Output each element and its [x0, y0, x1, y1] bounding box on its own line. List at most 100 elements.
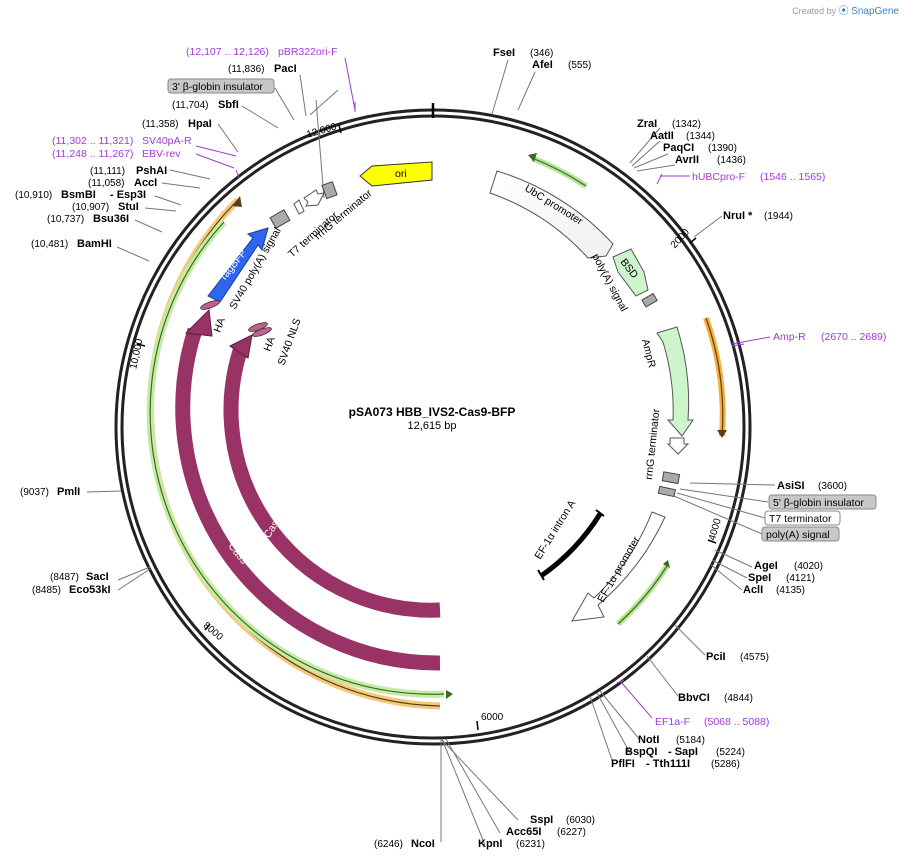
enzyme-ncoi-pos: (6246) — [374, 839, 403, 850]
enzyme-kpni-pos: (6231) — [516, 839, 545, 850]
enzyme-esp3i[interactable]: - Esp3I — [110, 189, 146, 201]
label-box-3-beta-globin[interactable] — [167, 78, 275, 94]
primer-ebv-rev[interactable]: EBV-rev — [142, 148, 181, 160]
feature-ori-label: ori — [395, 168, 407, 180]
feature-t7-top-box[interactable] — [293, 199, 305, 215]
enzyme-eco53ki-pos: (8485) — [32, 585, 61, 596]
enzyme-acc65i-pos: (6227) — [557, 827, 586, 838]
enzyme-pflfi[interactable]: PflFI — [611, 758, 635, 770]
enzyme-agei[interactable]: AgeI — [754, 560, 778, 572]
enzyme-nrui[interactable]: NruI * — [723, 210, 753, 222]
enzyme-eco53ki[interactable]: Eco53kI — [69, 584, 111, 596]
label-box-polya-signal[interactable] — [761, 526, 840, 542]
enzyme-pshai-pos: (11,111) — [90, 166, 125, 177]
enzyme-bbvci-pos: (4844) — [724, 693, 753, 704]
feature-rrng-right[interactable] — [666, 437, 690, 455]
enzyme-spei[interactable]: SpeI — [748, 572, 771, 584]
enzyme-fsei[interactable]: FseI — [493, 47, 515, 59]
feature-sv40-nls[interactable] — [252, 326, 273, 338]
enzyme-saci[interactable]: SacI — [86, 571, 109, 583]
feature-ampr[interactable] — [656, 326, 694, 437]
enzyme-sapi-pos: (5224) — [716, 747, 745, 758]
enzyme-bsu36i-pos: (10,737) — [47, 214, 84, 225]
enzyme-acci[interactable]: AccI — [134, 177, 157, 189]
enzyme-aatii[interactable]: AatII — [650, 130, 674, 142]
feature-rrng-top[interactable] — [303, 189, 325, 207]
enzyme-labels: FseI (346) AfeI (555) ZraI (1342) AatII … — [15, 47, 847, 850]
primer-hubcpro-f[interactable]: hUBCpro-F — [692, 171, 745, 183]
enzyme-sspi-pos: (6030) — [566, 815, 595, 826]
feature-ha-1[interactable] — [200, 299, 221, 311]
enzyme-noti-pos: (5184) — [676, 735, 705, 746]
snapgene-name: SnapGene — [851, 6, 899, 17]
enzyme-pmli-pos: (9037) — [20, 487, 49, 498]
enzyme-pshai[interactable]: PshAI — [136, 165, 167, 177]
enzyme-kpni[interactable]: KpnI — [478, 838, 502, 850]
enzyme-avrii-pos: (1436) — [717, 155, 746, 166]
enzyme-bsu36i[interactable]: Bsu36I — [93, 213, 129, 225]
primer-ebv-rev-range: (11,248 .. 11,267) — [52, 148, 133, 160]
enzyme-ncoi[interactable]: NcoI — [411, 838, 435, 850]
enzyme-avrii[interactable]: AvrII — [675, 154, 699, 166]
feature-cas9-inner[interactable] — [223, 348, 441, 618]
primer-sv40pa-r[interactable]: SV40pA-R — [142, 135, 192, 147]
enzyme-bamhi-pos: (10,481) — [31, 239, 68, 250]
feature-3-beta-globin-box[interactable] — [321, 181, 338, 200]
primer-pbr322ori-f[interactable]: pBR322ori-F — [278, 46, 338, 58]
feature-tagbfp[interactable] — [207, 227, 269, 303]
enzyme-bbvci[interactable]: BbvCI — [678, 692, 710, 704]
enzyme-sspi[interactable]: SspI — [530, 814, 553, 826]
enzyme-asisi[interactable]: AsiSI — [777, 480, 805, 492]
feature-polya-right-box[interactable] — [657, 485, 677, 498]
feature-ubc-promoter[interactable] — [489, 170, 614, 259]
primer-amp-r-range: (2670 .. 2689) — [821, 331, 886, 343]
enzyme-bsmbi[interactable]: BsmBI — [61, 189, 96, 201]
primer-ef1a-f[interactable]: EF1a-F — [655, 716, 690, 728]
feature-ori[interactable] — [359, 161, 433, 187]
enzyme-agei-pos: (4020) — [794, 561, 823, 572]
primer-hubcpro-f-range: (1546 .. 1565) — [760, 171, 825, 183]
primer-ef1a-f-range: (5068 .. 5088) — [704, 716, 769, 728]
enzyme-stui[interactable]: StuI — [118, 201, 139, 213]
enzyme-acci-pos: (11,058) — [88, 178, 125, 189]
primer-amp-r[interactable]: Amp-R — [773, 331, 806, 343]
ruler-ticks — [136, 124, 717, 731]
enzyme-saci-pos: (8487) — [50, 572, 79, 583]
tick-10000: 10,000 — [128, 337, 145, 370]
enzyme-bamhi[interactable]: BamHI — [77, 238, 112, 250]
enzyme-sbfi[interactable]: SbfI — [218, 99, 239, 111]
enzyme-sapi[interactable]: - SapI — [668, 746, 698, 758]
enzyme-tth111i[interactable]: - Tth111I — [646, 758, 690, 770]
feature-sv40pa-box[interactable] — [269, 209, 291, 229]
feature-polya-box[interactable] — [641, 292, 658, 308]
primer-pbr322ori-f-range: (12,107 .. 12,126) — [186, 46, 269, 58]
enzyme-hpai[interactable]: HpaI — [188, 118, 212, 130]
orf-amp-orange-core — [705, 317, 724, 437]
feature-rrng-right-label: rrnG terminator — [643, 408, 662, 481]
feature-t7-label: T7 terminator — [286, 209, 341, 260]
feature-sv40nls-label: SV40 NLS — [276, 317, 304, 367]
enzyme-pmli[interactable]: PmlI — [57, 486, 80, 498]
tick-6000: 6000 — [481, 712, 504, 723]
label-box-5-beta-globin[interactable] — [768, 494, 877, 510]
enzyme-pcii-pos: (4575) — [740, 652, 769, 663]
enzyme-acli[interactable]: AclI — [743, 584, 763, 596]
feature-cas9-outer[interactable] — [175, 327, 441, 671]
enzyme-paqci[interactable]: PaqCI — [663, 142, 694, 154]
enzyme-pcii[interactable]: PciI — [706, 651, 726, 663]
label-box-t7-terminator[interactable] — [764, 510, 841, 526]
enzyme-acc65i[interactable]: Acc65I — [506, 826, 541, 838]
feature-bsd[interactable] — [612, 248, 649, 297]
feature-ef1a-intron[interactable] — [539, 512, 603, 579]
enzyme-zrai[interactable]: ZraI — [637, 118, 657, 130]
enzyme-paci[interactable]: PacI — [274, 63, 297, 75]
enzyme-tth111i-pos: (5286) — [711, 759, 740, 770]
feature-5-beta-globin-box[interactable] — [661, 471, 681, 485]
enzyme-afei[interactable]: AfeI — [532, 59, 553, 71]
enzyme-noti[interactable]: NotI — [638, 734, 659, 746]
enzyme-bspqi[interactable]: BspQI — [625, 746, 657, 758]
feature-ef1a-promoter[interactable] — [571, 511, 666, 622]
feature-ha-1-label: HA — [212, 316, 228, 334]
feature-ef1a-promoter-label: EF-1α promoter — [595, 534, 643, 604]
